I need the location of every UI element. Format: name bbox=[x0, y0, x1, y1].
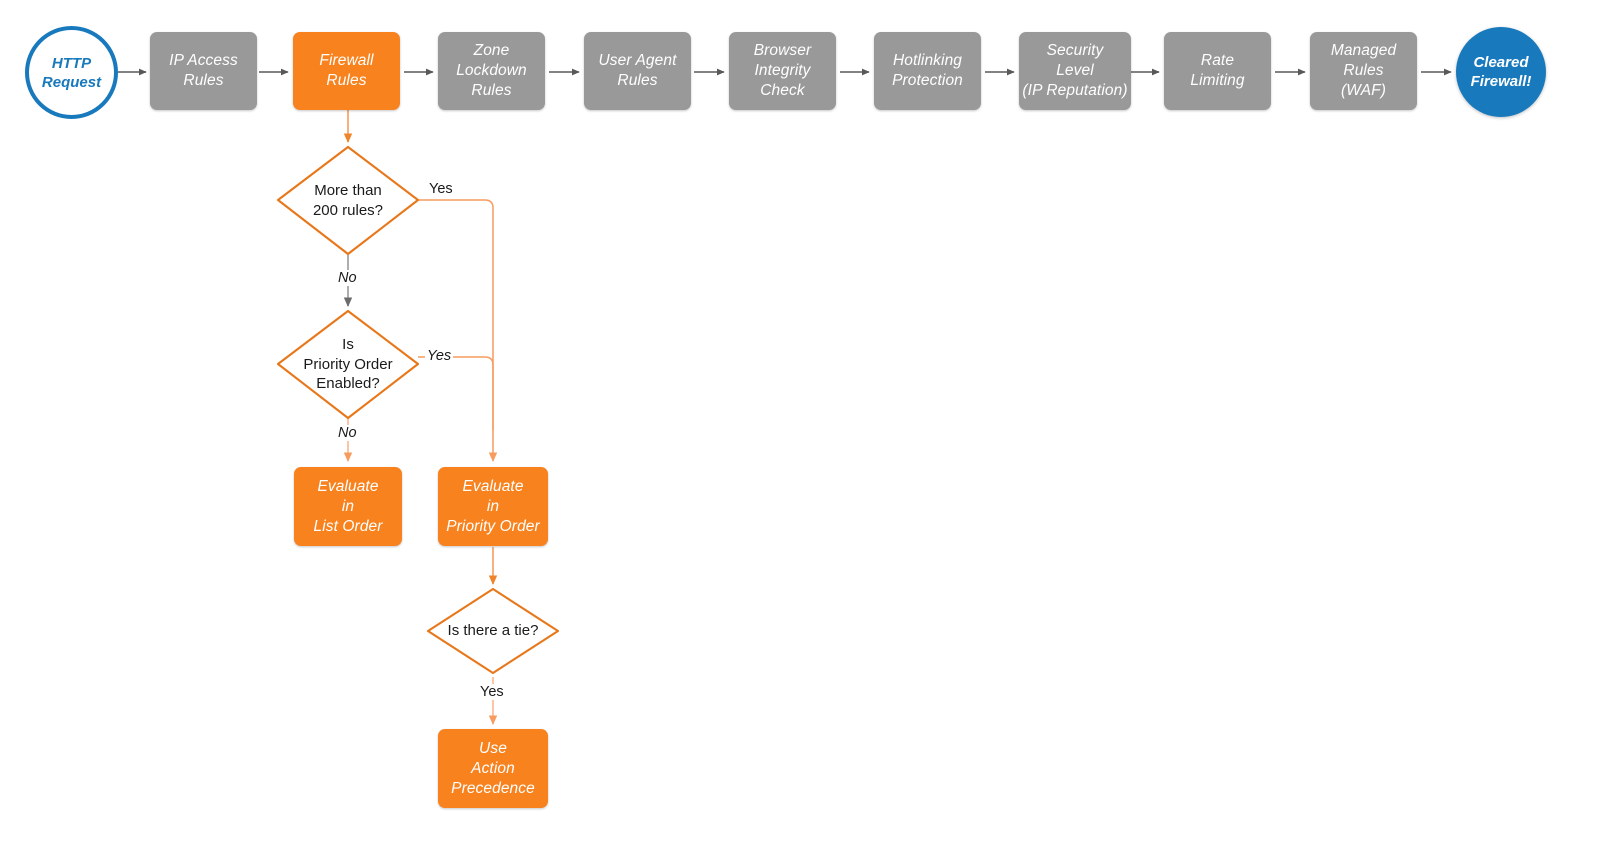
node-browser-integrity-check[interactable]: Browser Integrity Check bbox=[729, 32, 836, 110]
node-cleared-firewall[interactable]: Cleared Firewall! bbox=[1456, 27, 1546, 117]
node-http-request[interactable]: HTTP Request bbox=[25, 26, 118, 119]
decision-more-than-200-rules[interactable]: More than 200 rules? bbox=[278, 147, 418, 254]
node-managed-rules-waf-label: Managed Rules (WAF) bbox=[1330, 42, 1397, 99]
edge-priority-yes bbox=[418, 356, 494, 430]
edge-label-yes-priority-enabled: Yes bbox=[425, 348, 454, 364]
edge-label-no-priority-enabled: No bbox=[336, 425, 359, 441]
node-ip-access-rules-label: IP Access Rules bbox=[169, 52, 238, 89]
node-evaluate-in-list-order-label: Evaluate in List Order bbox=[313, 477, 383, 535]
edge-label-yes-tie: Yes bbox=[478, 684, 506, 700]
node-user-agent-rules[interactable]: User Agent Rules bbox=[584, 32, 691, 110]
node-use-action-precedence-label: Use Action Precedence bbox=[451, 739, 535, 797]
node-zone-lockdown-rules[interactable]: Zone Lockdown Rules bbox=[438, 32, 545, 110]
node-managed-rules-waf[interactable]: Managed Rules (WAF) bbox=[1310, 32, 1417, 110]
node-firewall-rules[interactable]: Firewall Rules bbox=[293, 32, 400, 110]
node-cleared-firewall-label: Cleared Firewall! bbox=[1470, 54, 1532, 90]
node-security-level[interactable]: Security Level (IP Reputation) bbox=[1019, 32, 1131, 110]
node-http-request-label: HTTP Request bbox=[41, 54, 102, 91]
node-security-level-label: Security Level (IP Reputation) bbox=[1022, 42, 1128, 99]
edge-label-yes-200-rules: Yes bbox=[427, 181, 455, 197]
node-rate-limiting-label: Rate Limiting bbox=[1190, 52, 1245, 89]
decision-is-there-a-tie[interactable]: Is there a tie? bbox=[428, 589, 558, 673]
node-rate-limiting[interactable]: Rate Limiting bbox=[1164, 32, 1271, 110]
node-use-action-precedence[interactable]: Use Action Precedence bbox=[438, 729, 548, 808]
node-zone-lockdown-rules-label: Zone Lockdown Rules bbox=[456, 42, 527, 99]
decision-is-there-a-tie-label: Is there a tie? bbox=[447, 622, 539, 640]
node-hotlinking-protection[interactable]: Hotlinking Protection bbox=[874, 32, 981, 110]
edge-rules200-yes bbox=[418, 199, 498, 462]
node-browser-integrity-check-label: Browser Integrity Check bbox=[753, 42, 812, 99]
node-evaluate-in-list-order[interactable]: Evaluate in List Order bbox=[294, 467, 402, 546]
decision-priority-order-enabled-label: Is Priority Order Enabled? bbox=[303, 336, 393, 393]
node-evaluate-in-priority-order-label: Evaluate in Priority Order bbox=[446, 477, 540, 535]
decision-more-than-200-rules-label: More than 200 rules? bbox=[312, 182, 384, 219]
node-evaluate-in-priority-order[interactable]: Evaluate in Priority Order bbox=[438, 467, 548, 546]
node-ip-access-rules[interactable]: IP Access Rules bbox=[150, 32, 257, 110]
node-firewall-rules-label: Firewall Rules bbox=[319, 52, 374, 89]
node-user-agent-rules-label: User Agent Rules bbox=[598, 52, 677, 89]
node-hotlinking-protection-label: Hotlinking Protection bbox=[892, 52, 963, 89]
decision-priority-order-enabled[interactable]: Is Priority Order Enabled? bbox=[278, 311, 418, 418]
edge-label-no-200-rules: No bbox=[336, 270, 359, 286]
